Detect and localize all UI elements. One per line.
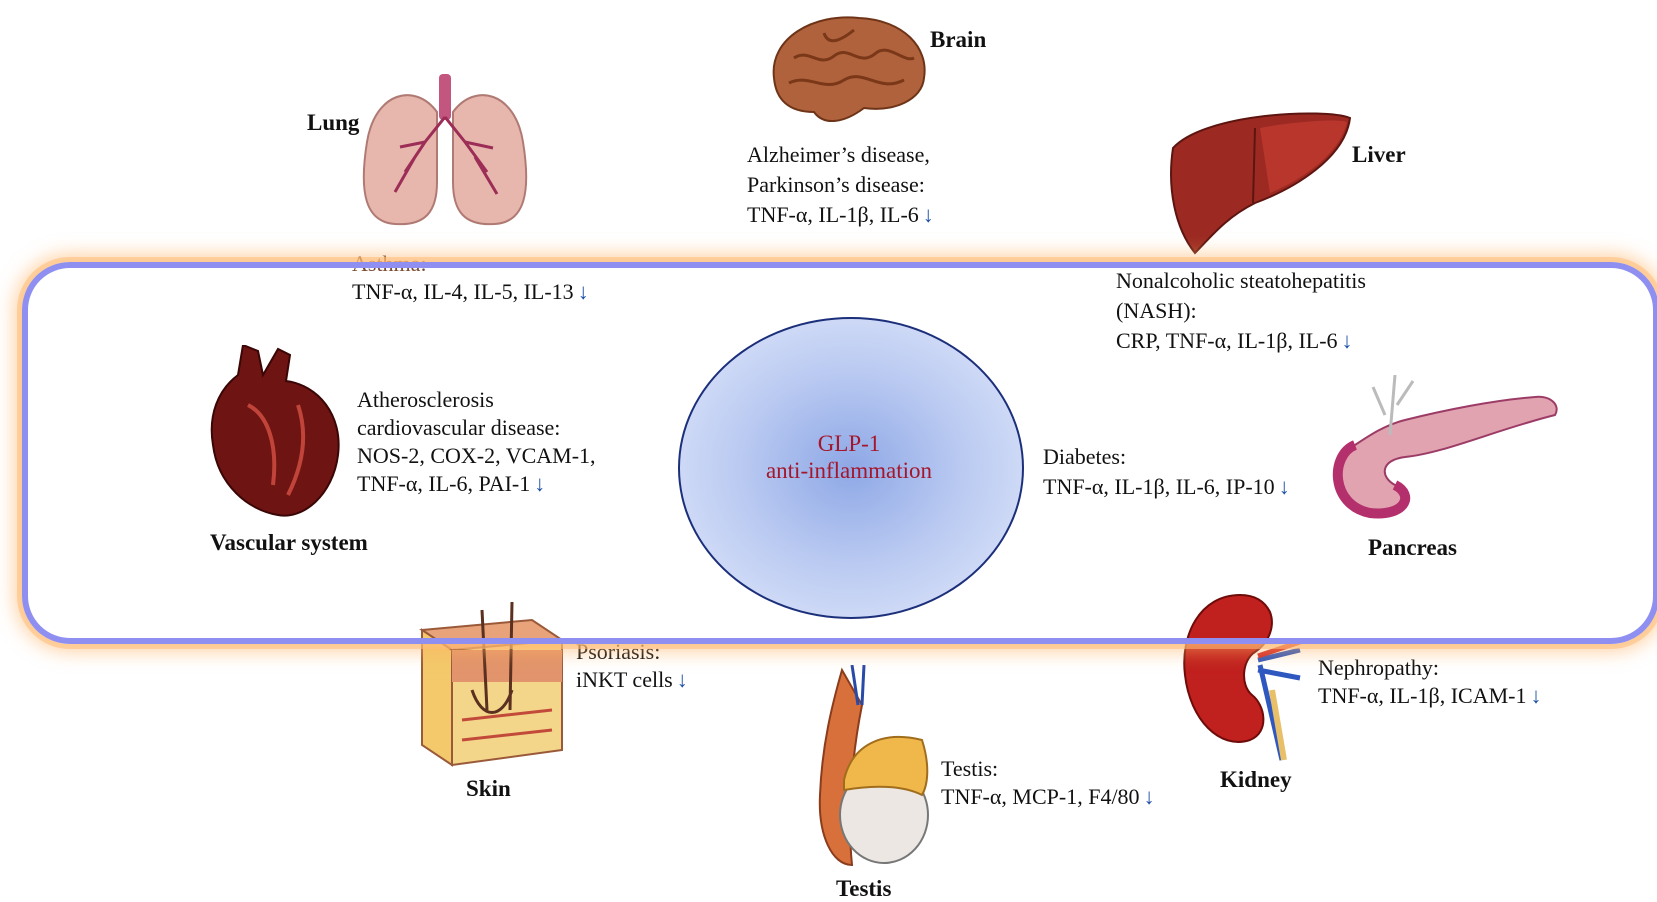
center-subtitle: anti-inflammation bbox=[678, 457, 1020, 484]
testis-markers: TNF-α, MCP-1, F4/80 bbox=[941, 784, 1140, 809]
center-label: GLP-1 anti-inflammation bbox=[678, 430, 1020, 484]
center-title: GLP-1 bbox=[678, 430, 1020, 457]
heart-icon bbox=[208, 345, 348, 525]
down-arrow-icon: ↓ bbox=[1342, 328, 1353, 353]
pancreas-annotation: Diabetes: TNF-α, IL-1β, IL-6, IP-10↓ bbox=[1043, 442, 1290, 502]
liver-annotation: Nonalcoholic steatohepatitis (NASH): CRP… bbox=[1116, 266, 1366, 356]
down-arrow-icon: ↓ bbox=[1144, 784, 1155, 809]
liver-disease-2: (NASH): bbox=[1116, 296, 1366, 326]
skin-icon bbox=[412, 600, 572, 770]
pancreas-markers: TNF-α, IL-1β, IL-6, IP-10 bbox=[1043, 474, 1275, 499]
vascular-disease-2: cardiovascular disease: bbox=[357, 414, 596, 442]
testis-disease: Testis: bbox=[941, 755, 1155, 783]
brain-disease-1: Alzheimer’s disease, bbox=[747, 140, 934, 170]
lung-label: Lung bbox=[307, 110, 359, 136]
vascular-markers-1: NOS-2, COX-2, VCAM-1, bbox=[357, 442, 596, 470]
skin-markers: iNKT cells bbox=[576, 667, 673, 692]
testis-icon bbox=[812, 665, 932, 870]
brain-markers: TNF-α, IL-1β, IL-6 bbox=[747, 202, 919, 227]
skin-label: Skin bbox=[466, 776, 511, 802]
skin-disease: Psoriasis: bbox=[576, 638, 688, 666]
vascular-disease-1: Atherosclerosis bbox=[357, 386, 596, 414]
vascular-annotation: Atherosclerosis cardiovascular disease: … bbox=[357, 386, 596, 498]
testis-annotation: Testis: TNF-α, MCP-1, F4/80↓ bbox=[941, 755, 1155, 811]
liver-disease-1: Nonalcoholic steatohepatitis bbox=[1116, 266, 1366, 296]
brain-label: Brain bbox=[930, 27, 986, 53]
testis-label: Testis bbox=[836, 876, 891, 902]
kidney-disease: Nephropathy: bbox=[1318, 654, 1541, 682]
vascular-label: Vascular system bbox=[210, 530, 368, 556]
down-arrow-icon: ↓ bbox=[677, 667, 688, 692]
kidney-icon bbox=[1180, 590, 1310, 765]
down-arrow-icon: ↓ bbox=[534, 471, 545, 496]
lung-markers: TNF-α, IL-4, IL-5, IL-13 bbox=[352, 279, 574, 304]
brain-annotation: Alzheimer’s disease, Parkinson’s disease… bbox=[747, 140, 934, 230]
down-arrow-icon: ↓ bbox=[1279, 474, 1290, 499]
lung-icon bbox=[355, 72, 535, 232]
pancreas-label: Pancreas bbox=[1368, 535, 1457, 561]
brain-icon bbox=[764, 8, 934, 128]
liver-icon bbox=[1165, 108, 1355, 258]
down-arrow-icon: ↓ bbox=[1530, 683, 1541, 708]
vascular-markers-2: TNF-α, IL-6, PAI-1 bbox=[357, 471, 530, 496]
pancreas-disease: Diabetes: bbox=[1043, 442, 1290, 472]
down-arrow-icon: ↓ bbox=[923, 202, 934, 227]
kidney-markers: TNF-α, IL-1β, ICAM-1 bbox=[1318, 683, 1526, 708]
kidney-label: Kidney bbox=[1220, 767, 1292, 793]
kidney-annotation: Nephropathy: TNF-α, IL-1β, ICAM-1↓ bbox=[1318, 654, 1541, 710]
skin-annotation: Psoriasis: iNKT cells↓ bbox=[576, 638, 688, 694]
lung-disease: Asthma: bbox=[352, 250, 589, 278]
liver-label: Liver bbox=[1352, 142, 1406, 168]
pancreas-icon bbox=[1325, 375, 1565, 525]
lung-annotation: Asthma: TNF-α, IL-4, IL-5, IL-13↓ bbox=[352, 250, 589, 306]
liver-markers: CRP, TNF-α, IL-1β, IL-6 bbox=[1116, 328, 1338, 353]
brain-disease-2: Parkinson’s disease: bbox=[747, 170, 934, 200]
down-arrow-icon: ↓ bbox=[578, 279, 589, 304]
